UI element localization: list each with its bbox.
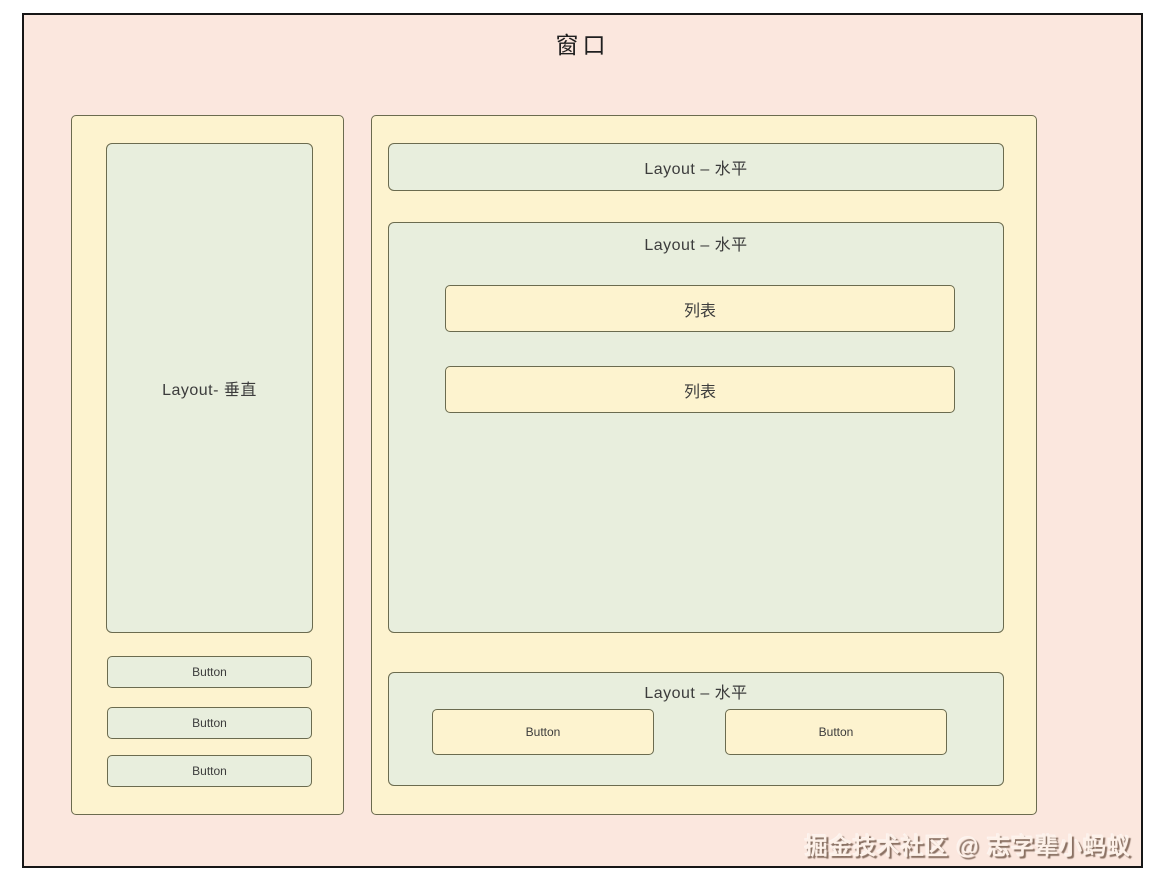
horizontal-layout-bottom-box: Layout – 水平 Button Button (388, 672, 1004, 786)
list-item-1: 列表 (445, 285, 955, 332)
horizontal-layout-top-label: Layout – 水平 (644, 161, 748, 178)
bottom-button-1: Button (432, 709, 654, 755)
vertical-layout-box: Layout- 垂直 (106, 143, 313, 633)
horizontal-layout-middle-label: Layout – 水平 (644, 237, 748, 254)
left-panel: Layout- 垂直 Button Button Button (71, 115, 344, 815)
horizontal-layout-top-bar: Layout – 水平 (388, 143, 1004, 191)
left-button-1: Button (107, 656, 312, 688)
left-button-3: Button (107, 755, 312, 787)
right-panel: Layout – 水平 Layout – 水平 列表 列表 Layout – 水… (371, 115, 1037, 815)
bottom-button-2: Button (725, 709, 947, 755)
list-item-2: 列表 (445, 366, 955, 413)
vertical-layout-label: Layout- 垂直 (162, 382, 257, 399)
watermark: 掘金技术社区 @ 志字辈小蚂蚁 (804, 833, 1131, 859)
left-button-2: Button (107, 707, 312, 739)
window-title: 窗口 (555, 33, 610, 59)
horizontal-layout-bottom-label: Layout – 水平 (644, 685, 748, 702)
window-frame: 窗口 Layout- 垂直 Button Button Button Layou… (22, 13, 1143, 868)
horizontal-layout-middle-box: Layout – 水平 列表 列表 (388, 222, 1004, 633)
